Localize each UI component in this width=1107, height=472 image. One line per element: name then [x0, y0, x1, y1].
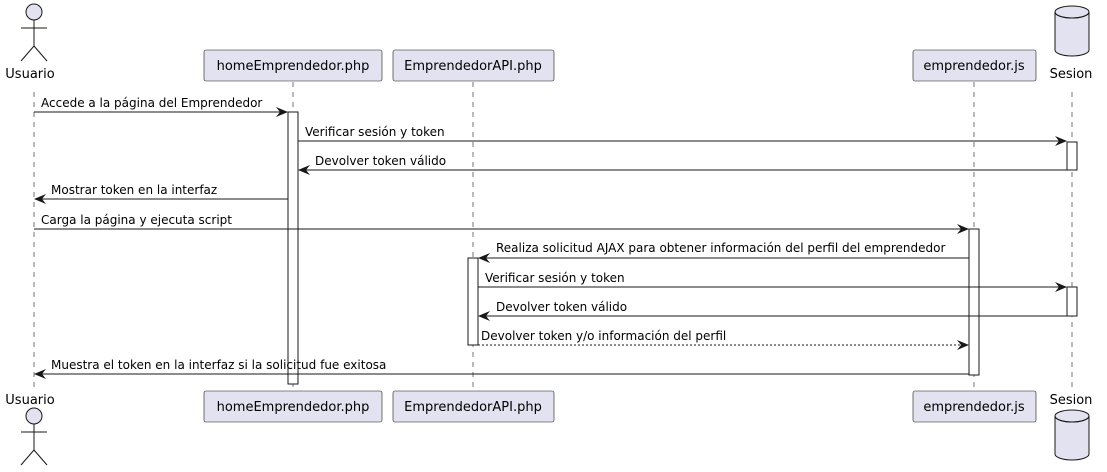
participant-api-top: EmprendedorAPI.php	[392, 49, 555, 82]
participant-label: homeEmprendedor.php	[217, 59, 370, 74]
participant-label: EmprendedorAPI.php	[404, 400, 542, 415]
message-label: Verificar sesión y token	[305, 125, 445, 139]
message-label: Muestra el token en la interfaz si la so…	[51, 358, 386, 372]
message-label: Realiza solicitud AJAX para obtener info…	[496, 241, 945, 255]
activation-bar-js	[968, 228, 980, 376]
actor-stick-figure-icon	[20, 407, 48, 466]
actor-usuario-bottom: Usuario	[5, 393, 55, 466]
message-label: Devolver token válido	[496, 300, 627, 314]
participant-sesion-top: Sesion	[1050, 5, 1093, 82]
participant-home-top: homeEmprendedor.php	[203, 49, 383, 82]
participant-label: homeEmprendedor.php	[217, 400, 370, 415]
message-3: Devolver token válido	[298, 154, 1067, 175]
participant-label: Usuario	[5, 67, 54, 82]
message-label: Mostrar token en la interfaz	[51, 183, 217, 197]
message-9: Devolver token y/o información del perfi…	[478, 329, 969, 350]
database-cylinder-icon	[1054, 409, 1090, 461]
message-8: Devolver token válido	[478, 300, 1067, 321]
participant-label: emprendedor.js	[923, 400, 1025, 415]
participant-label: Sesion	[1050, 67, 1093, 82]
actor-usuario-top: Usuario	[5, 3, 55, 82]
message-label: Devolver token y/o información del perfi…	[481, 329, 726, 343]
participant-js-top: emprendedor.js	[912, 49, 1037, 82]
message-6: Realiza solicitud AJAX para obtener info…	[478, 241, 969, 263]
activation-bar-home	[287, 111, 299, 385]
message-label: Devolver token válido	[315, 154, 446, 168]
message-10: Muestra el token en la interfaz si la so…	[34, 358, 969, 379]
participant-label: emprendedor.js	[923, 59, 1025, 74]
actor-stick-figure-icon	[20, 3, 48, 62]
message-label: Verificar sesión y token	[485, 271, 625, 285]
activation-bar-api	[467, 257, 479, 346]
participant-home-bottom: homeEmprendedor.php	[203, 390, 383, 423]
activation-bar-sesion-1	[1066, 141, 1078, 171]
message-label: Accede a la página del Emprendedor	[41, 96, 262, 110]
message-7: Verificar sesión y token	[478, 271, 1067, 292]
participant-api-bottom: EmprendedorAPI.php	[392, 390, 555, 423]
message-4: Mostrar token en la interfaz	[34, 183, 288, 204]
participant-label: Usuario	[5, 393, 54, 408]
message-label: Carga la página y ejecuta script	[41, 213, 232, 227]
database-cylinder-icon	[1054, 5, 1090, 57]
participant-label: Sesion	[1050, 393, 1093, 408]
participant-js-bottom: emprendedor.js	[912, 390, 1037, 423]
participant-sesion-bottom: Sesion	[1050, 393, 1093, 461]
message-5: Carga la página y ejecuta script	[34, 213, 969, 234]
participant-label: EmprendedorAPI.php	[404, 59, 542, 74]
message-1: Accede a la página del Emprendedor	[34, 96, 288, 117]
activation-bar-sesion-2	[1066, 286, 1078, 317]
message-2: Verificar sesión y token	[298, 125, 1067, 146]
